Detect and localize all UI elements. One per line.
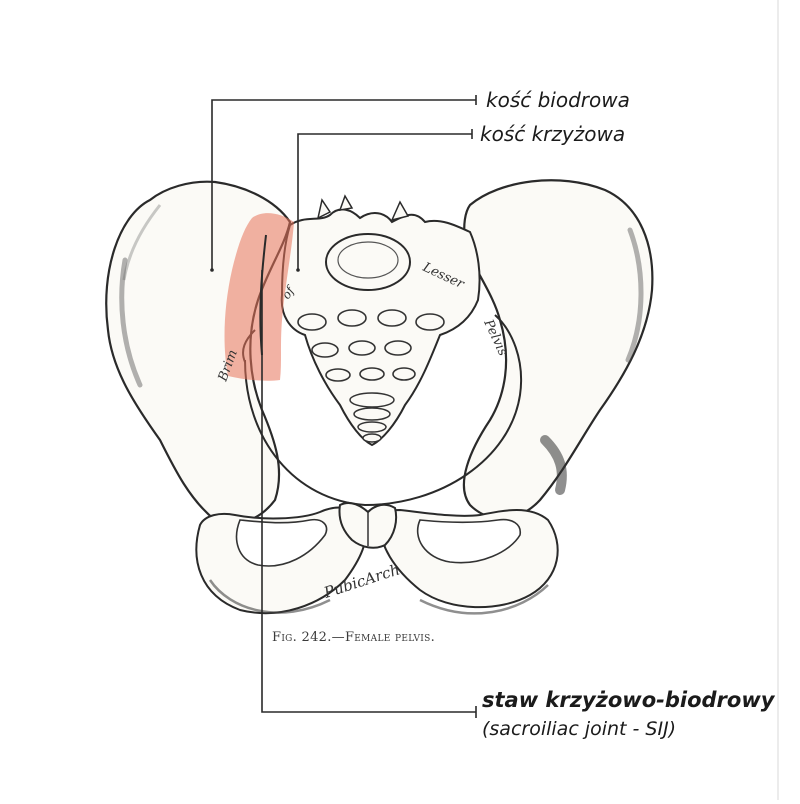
left-wing-shading	[119, 257, 143, 388]
right-acetabulum-shade	[540, 435, 567, 495]
leader-ilium	[211, 99, 476, 270]
right-ilium	[462, 179, 654, 520]
label-sij-subtitle: (sacroiliac joint - SIJ)	[482, 718, 677, 740]
label-sacrum: kość krzyżowa	[480, 122, 626, 146]
label-ilium: kość biodrowa	[486, 88, 630, 112]
leader-sij	[261, 270, 476, 713]
figure-caption: Fig. 242.—Female pelvis.	[272, 630, 436, 645]
leader-lines	[211, 95, 477, 718]
leader-ilium-dot	[210, 268, 214, 272]
left-obturator-foramen	[235, 518, 328, 567]
right-ramus-shade	[419, 584, 549, 615]
sacral-promontory	[325, 233, 411, 291]
left-wing-hatching	[122, 204, 162, 281]
sij-joint-line	[259, 234, 267, 356]
leader-sacrum-dot	[296, 268, 300, 272]
left-ramus-shade	[208, 579, 331, 614]
sacral-spines	[316, 194, 410, 222]
pelvic-brim	[244, 314, 522, 507]
label-sij: staw krzyżowo-biodrowy	[482, 688, 775, 712]
sacral-promontory-inner	[337, 241, 399, 279]
leader-sacrum	[297, 133, 472, 270]
coccyx	[349, 392, 395, 443]
right-obturator-foramen	[416, 518, 522, 564]
sij-highlight	[224, 213, 294, 381]
right-wing-shading	[625, 227, 644, 363]
sacral-foramina	[297, 309, 445, 382]
